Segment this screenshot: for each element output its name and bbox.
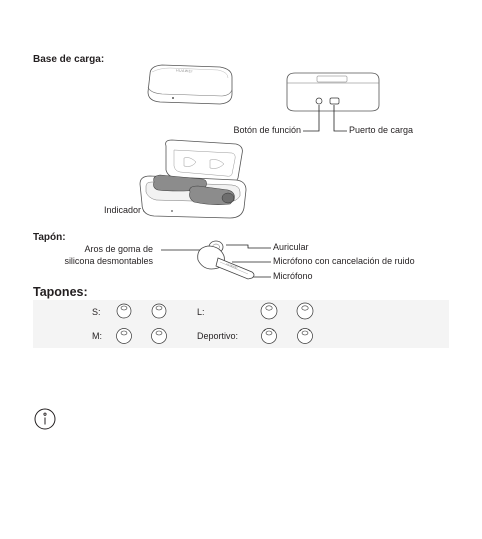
ear-tip-sport-icon [297, 328, 313, 344]
ear-tip-l-icon [296, 302, 314, 320]
ear-tip-m-icon [151, 328, 167, 344]
closed-case-illustration [147, 64, 233, 105]
label-indicator: Indicador [103, 205, 141, 215]
open-case-illustration [139, 139, 247, 219]
ear-tip-sport-icon [261, 328, 277, 344]
case-rear-illustration [286, 72, 380, 112]
earbud-illustration [197, 240, 255, 280]
ear-tip-label-l: L: [197, 307, 205, 317]
ear-tip-s-icon [116, 303, 132, 319]
section-heading-earbud: Tapón: [33, 232, 66, 243]
section-heading-charging-case: Base de carga: [33, 54, 105, 65]
ear-tip-s-icon [151, 303, 167, 319]
label-charging-port: Puerto de carga [349, 125, 414, 135]
label-earphone: Auricular [273, 242, 309, 252]
ear-tip-label-sport: Deportivo: [197, 331, 239, 341]
label-noise-cancelling-mic: Micrófono con cancelación de ruido [273, 256, 415, 266]
label-microphone: Micrófono [273, 271, 313, 281]
label-ear-tips-line2: silicona desmontables [64, 256, 153, 266]
section-heading-ear-tips: Tapones: [33, 285, 88, 299]
label-function-button: Botón de función [233, 125, 301, 135]
ear-tip-m-icon [116, 328, 132, 344]
info-icon [34, 408, 56, 430]
ear-tip-l-icon [260, 302, 278, 320]
ear-tip-label-s: S: [92, 307, 101, 317]
ear-tips-table [33, 300, 449, 348]
label-ear-tips-line1: Aros de goma de [84, 244, 153, 254]
ear-tip-label-m: M: [92, 331, 102, 341]
